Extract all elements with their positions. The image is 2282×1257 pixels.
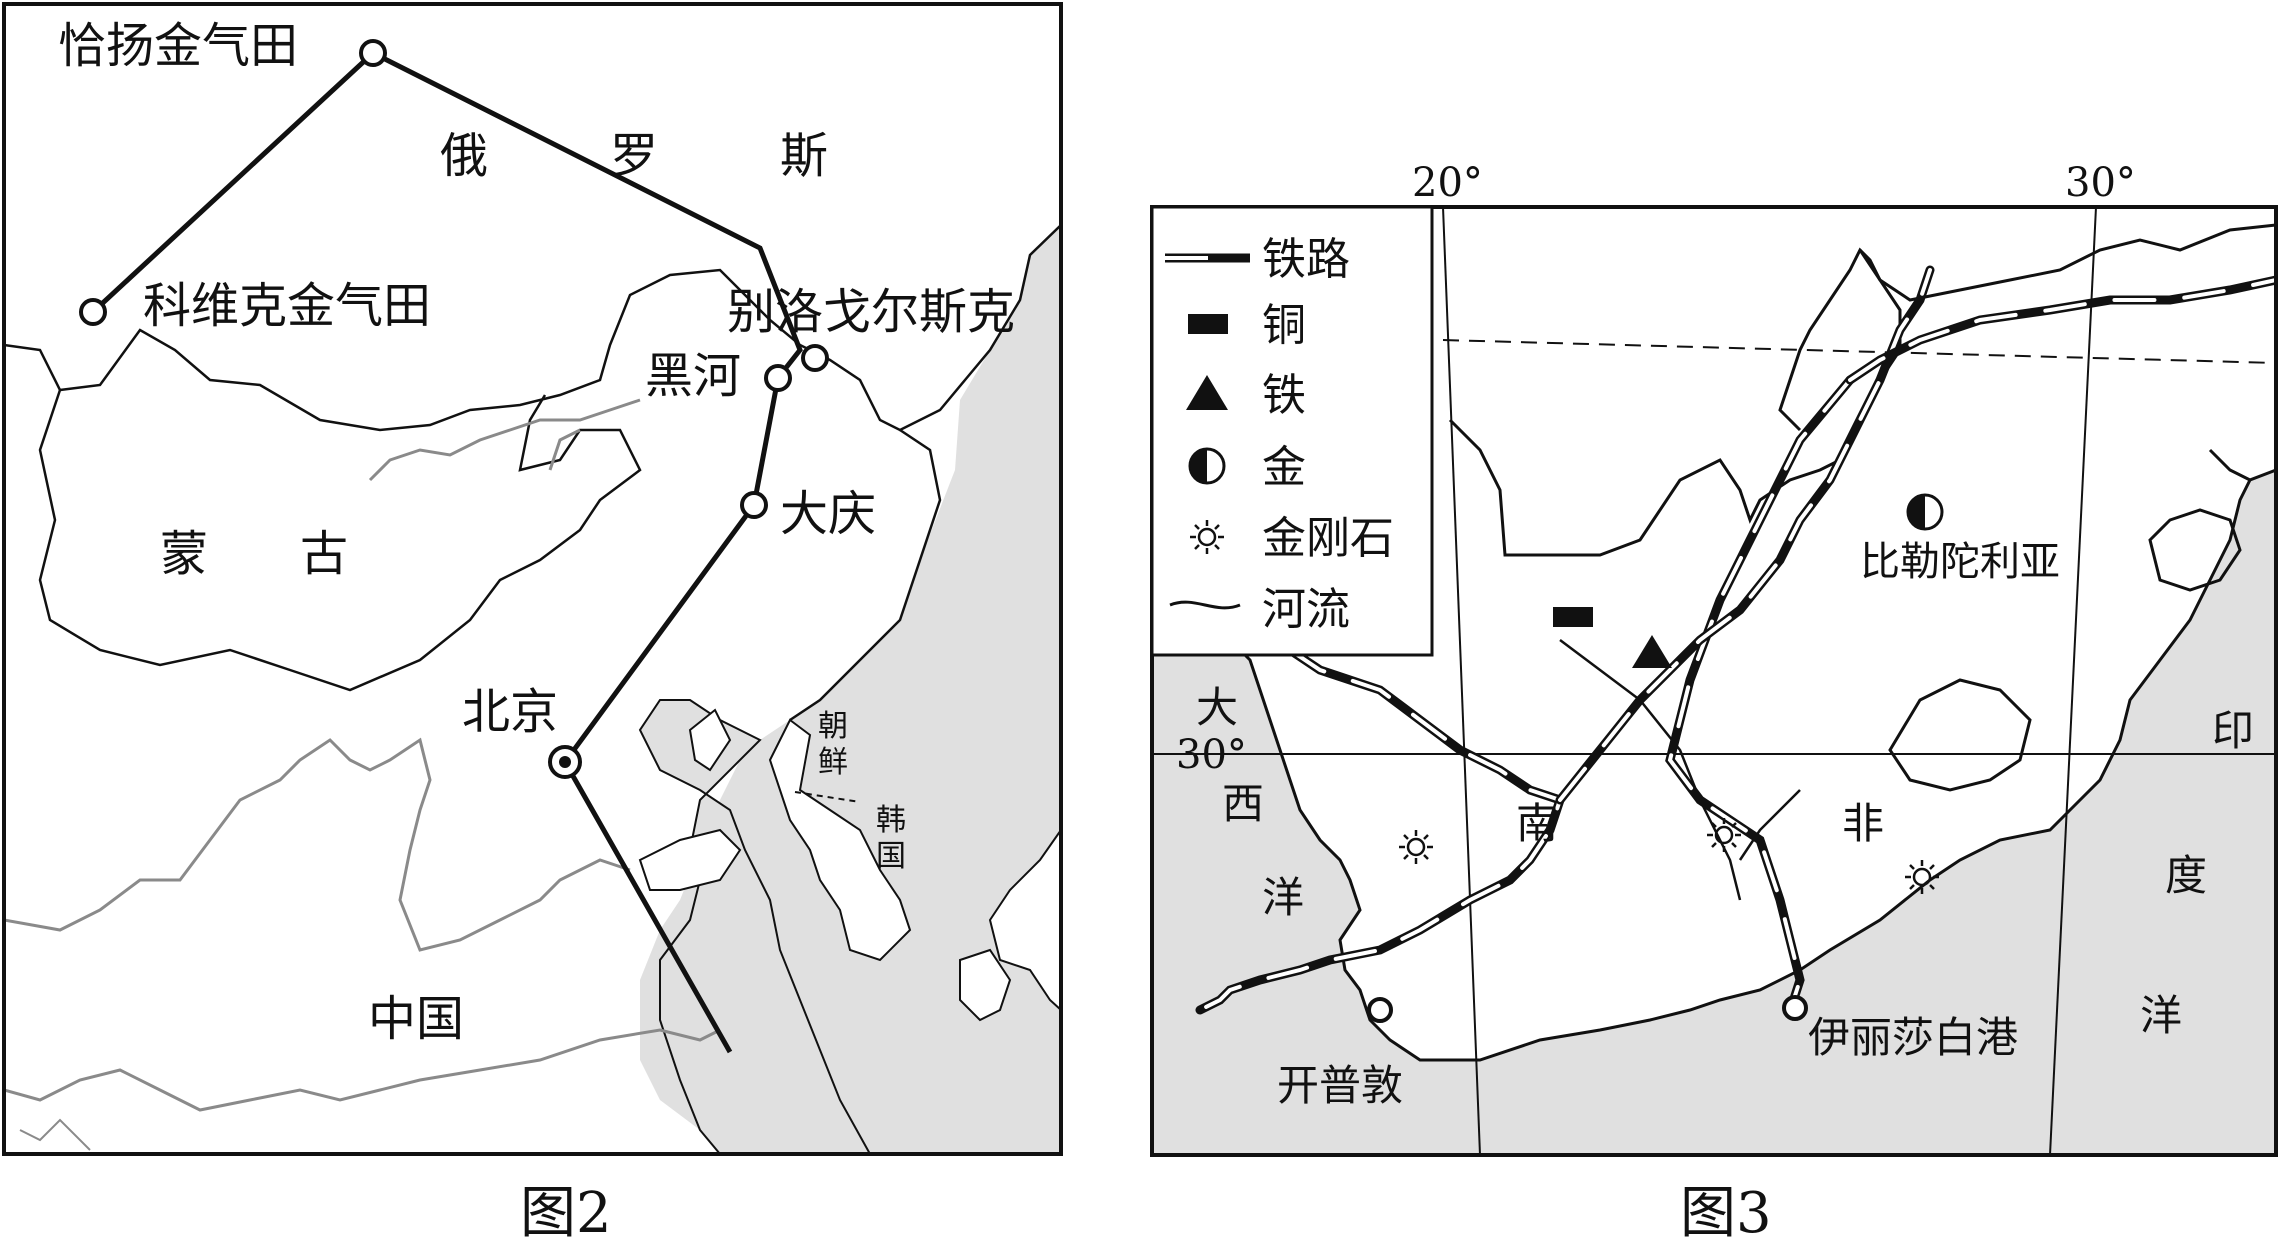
label-daqing: 大庆 [780, 486, 876, 542]
river-amur [368, 398, 641, 482]
label-atlantic-2: 西 [1222, 779, 1264, 828]
river-yangtze [4, 1028, 721, 1112]
label-lon-30: 30° [2065, 160, 2136, 206]
label-pretoria: 比勒陀利亚 [1860, 539, 2060, 585]
label-indian-2: 度 [2165, 851, 2207, 900]
legend-diamond-label: 金刚石 [1262, 513, 1394, 564]
figure3-caption: 图3 [1680, 1181, 1772, 1246]
label-beijing: 北京 [462, 684, 558, 740]
russia-border [4, 224, 1061, 432]
cape-town-marker [1367, 997, 1393, 1023]
figure2-map: 恰扬金气田 科维克金气田 俄 罗 斯 别洛戈尔斯克 黑河 大庆 蒙 古 北京 中… [2, 2, 1063, 1246]
river-icon [1169, 600, 1241, 610]
label-cape-town: 开普敦 [1277, 1061, 1403, 1110]
figure3-map: 铁路 铜 铁 金 金刚石 河流 [1150, 160, 2278, 1246]
kyushu [959, 948, 1012, 1022]
liaodong [688, 708, 732, 772]
label-mongolia-1: 蒙 [160, 526, 208, 582]
gold-icon [1188, 447, 1226, 485]
label-atlantic-3: 洋 [1262, 873, 1304, 922]
shandong [638, 828, 742, 891]
legend-gold-label: 金 [1262, 442, 1306, 493]
meridian-20 [1442, 207, 1481, 1155]
label-russia-3: 斯 [780, 128, 828, 184]
vaal-river [1738, 789, 1801, 861]
label-indian-3: 洋 [2140, 991, 2182, 1040]
heihe-marker [764, 364, 792, 392]
orange-river [1559, 639, 1742, 901]
iron-icon [1186, 375, 1228, 410]
legend-copper-label: 铜 [1262, 300, 1306, 351]
label-korea-south-1: 韩 [876, 803, 906, 838]
label-kewike: 科维克金气田 [143, 278, 431, 334]
label-port-elizabeth: 伊丽莎白港 [1808, 1013, 2018, 1062]
label-russia-1: 俄 [440, 128, 488, 184]
label-atlantic-1: 大 [1196, 683, 1238, 732]
diamond-icon [1190, 520, 1224, 554]
legend: 铁路 铜 铁 金 金刚石 河流 [1150, 205, 1434, 657]
label-russia-2: 罗 [610, 128, 658, 184]
diamond-deposits [1399, 818, 1939, 894]
daqing-marker [740, 491, 768, 519]
qiayang-marker [359, 39, 387, 67]
iron-deposit [1632, 635, 1672, 668]
figure3-frame [1150, 205, 2278, 1157]
label-qiayang: 恰扬金气田 [58, 18, 298, 74]
legend-iron-label: 铁 [1262, 370, 1306, 421]
label-lon-20: 20° [1412, 160, 1483, 206]
label-korea-north-1: 朝 [818, 709, 848, 744]
kewike-marker [79, 298, 107, 326]
border-lesotho [1888, 678, 2032, 792]
korea-outline [768, 718, 912, 962]
mongolia-border [38, 389, 642, 692]
railway-network [1152, 265, 2276, 1015]
belogorsk-marker [801, 344, 829, 372]
label-belogorsk: 别洛戈尔斯克 [727, 284, 1015, 340]
pipeline-route [91, 49, 803, 1054]
label-south-africa-1: 南 [1516, 799, 1558, 848]
border-east [2208, 448, 2251, 482]
label-china: 中国 [368, 991, 464, 1047]
river-west [19, 1118, 91, 1151]
northeast-china-border [789, 428, 942, 722]
label-heihe: 黑河 [645, 348, 741, 404]
meridian-30 [2049, 207, 2097, 1155]
label-mongolia-2: 古 [300, 526, 348, 582]
tropic-line [1442, 339, 2276, 364]
label-korea-north-2: 鲜 [818, 745, 848, 780]
legend-railway-label: 铁路 [1262, 234, 1350, 285]
beijing-capital-dot [559, 756, 571, 768]
legend-river-label: 河流 [1262, 584, 1350, 635]
copper-icon [1188, 314, 1228, 334]
label-south-africa-2: 非 [1842, 799, 1884, 848]
river-songhua [548, 428, 581, 471]
gold-deposit [1906, 493, 1944, 531]
label-indian-1: 印 [2212, 706, 2254, 755]
port-elizabeth-marker [1782, 995, 1808, 1021]
label-korea-south-2: 国 [876, 839, 906, 874]
border-north [1858, 223, 2276, 302]
label-lat-30: 30° [1176, 732, 1247, 778]
river-yellow [4, 737, 631, 952]
japan-outline [988, 828, 1061, 1012]
border-swaziland [2148, 508, 2242, 592]
figure2-frame [2, 2, 1063, 1156]
copper-deposit [1553, 607, 1593, 627]
figure2-caption: 图2 [520, 1181, 612, 1246]
